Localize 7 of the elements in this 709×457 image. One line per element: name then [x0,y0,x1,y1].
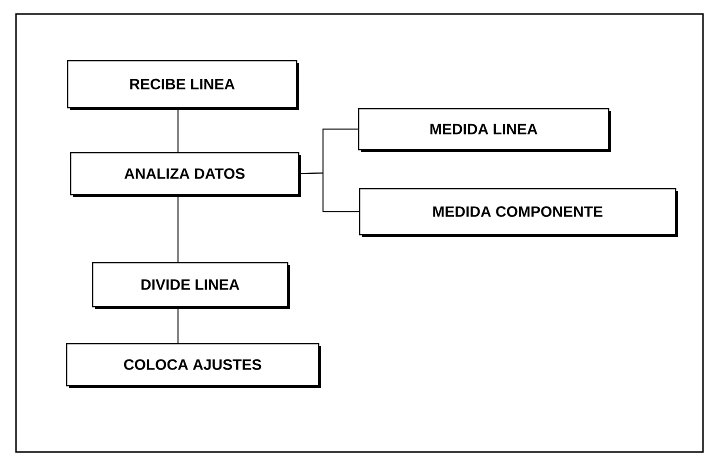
process-box: COLOCA AJUSTES [66,342,321,388]
process-box: RECIBE LINEA [67,60,299,110]
process-box: DIVIDE LINEA [92,262,290,309]
process-box: MEDIDA COMPONENTE [359,188,678,237]
process-box: ANALIZA DATOS [70,152,301,197]
connector-line [298,172,360,212]
process-box: MEDIDA LINEA [358,108,611,152]
